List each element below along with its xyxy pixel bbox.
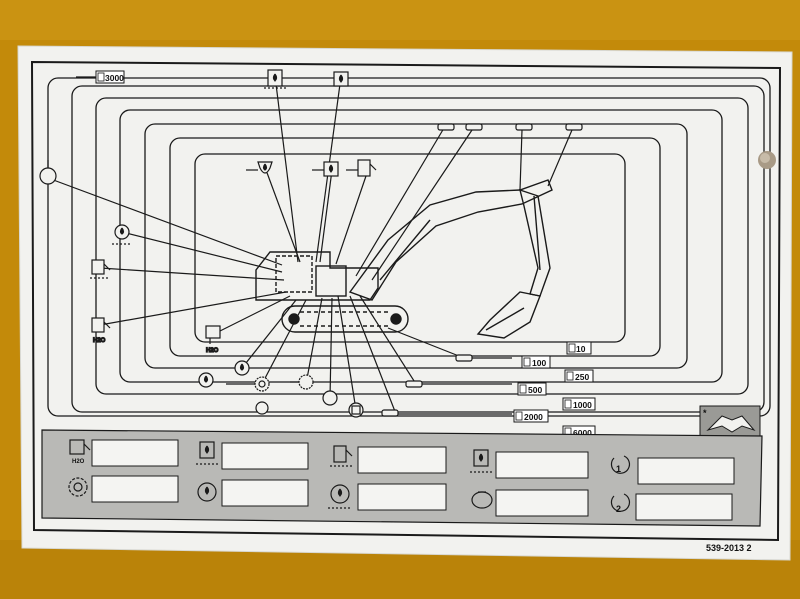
interval-100: 100 [521,355,551,369]
interval-6000-text: 6000 [573,428,592,438]
rivet [758,151,776,169]
coolant-icon [91,317,111,333]
hydraulic-oil-icon [196,441,218,465]
interval-1000: 1000 [562,397,596,411]
record-field[interactable] [495,489,589,517]
svg-text:H2O: H2O [206,348,219,354]
fuel-tank-icon [346,159,377,177]
plate-frame [30,60,782,542]
fuel-tank-icon [330,445,353,467]
record-field[interactable] [495,451,589,479]
gear-oil-icon [290,374,314,390]
excavator-icon [255,179,553,339]
interval-100-text: 100 [532,358,546,368]
svg-text:1: 1 [616,464,621,474]
fuel-tank-icon [90,259,111,279]
gear-oil-icon: 2 [610,493,631,514]
engine-oil-icon [246,161,273,174]
interval-1000-text: 1000 [573,400,592,410]
record-field[interactable] [635,493,733,521]
svg-text:*: * [703,408,707,418]
svg-text:2: 2 [616,504,621,514]
record-field[interactable] [221,442,309,470]
record-field[interactable] [637,457,735,485]
interval-2000-text: 2000 [524,412,543,422]
engine-oil-icon [198,372,214,388]
gear-oil-icon: 1 [610,455,631,474]
interval-10-text: 10 [576,344,586,354]
gear-oil-icon [112,224,132,245]
svg-text:H2O: H2O [93,338,106,344]
interval-10: 10 [566,341,592,355]
hydraulic-oil-icon [470,449,492,473]
hydraulic-oil-icon [264,69,286,89]
interval-500-text: 500 [528,385,542,395]
interval-route-lines [47,77,771,417]
interval-labels: 3000 10 100 250 500 1000 [95,70,596,439]
service-record-table: H2O 1 [41,429,763,527]
engine-oil-icon [328,484,352,509]
svg-text:H2O: H2O [72,459,85,465]
interval-2000: 2000 [513,409,549,423]
interval-3000: 3000 [95,70,125,84]
component-icons: H2O H2O [39,69,583,418]
record-field[interactable] [221,479,309,507]
grease-point-icon [348,402,364,418]
coolant-icon [69,439,91,455]
leader-lines [47,83,573,415]
gear-oil-icon [322,390,338,406]
interval-500: 500 [517,382,547,396]
hydraulic-oil-icon [333,71,349,87]
coolant-icon [205,325,221,344]
record-field[interactable] [357,483,447,511]
filter-icon [381,123,583,417]
interval-250-text: 250 [575,372,589,382]
record-field[interactable] [91,475,179,503]
engine-oil-icon [234,360,250,376]
part-number: 539-2013 2 [706,543,752,553]
record-field[interactable] [357,446,447,474]
interval-250: 250 [564,369,594,383]
engine-oil-icon [197,482,217,502]
air-filter-icon [39,160,57,185]
gear-oil-icon [255,401,269,415]
record-field[interactable] [91,439,179,467]
gear-oil-icon [68,477,88,497]
gear-oil-icon [226,376,270,392]
engine-oil-icon [471,491,493,509]
filter-icon [312,161,339,177]
interval-3000-text: 3000 [105,73,124,83]
